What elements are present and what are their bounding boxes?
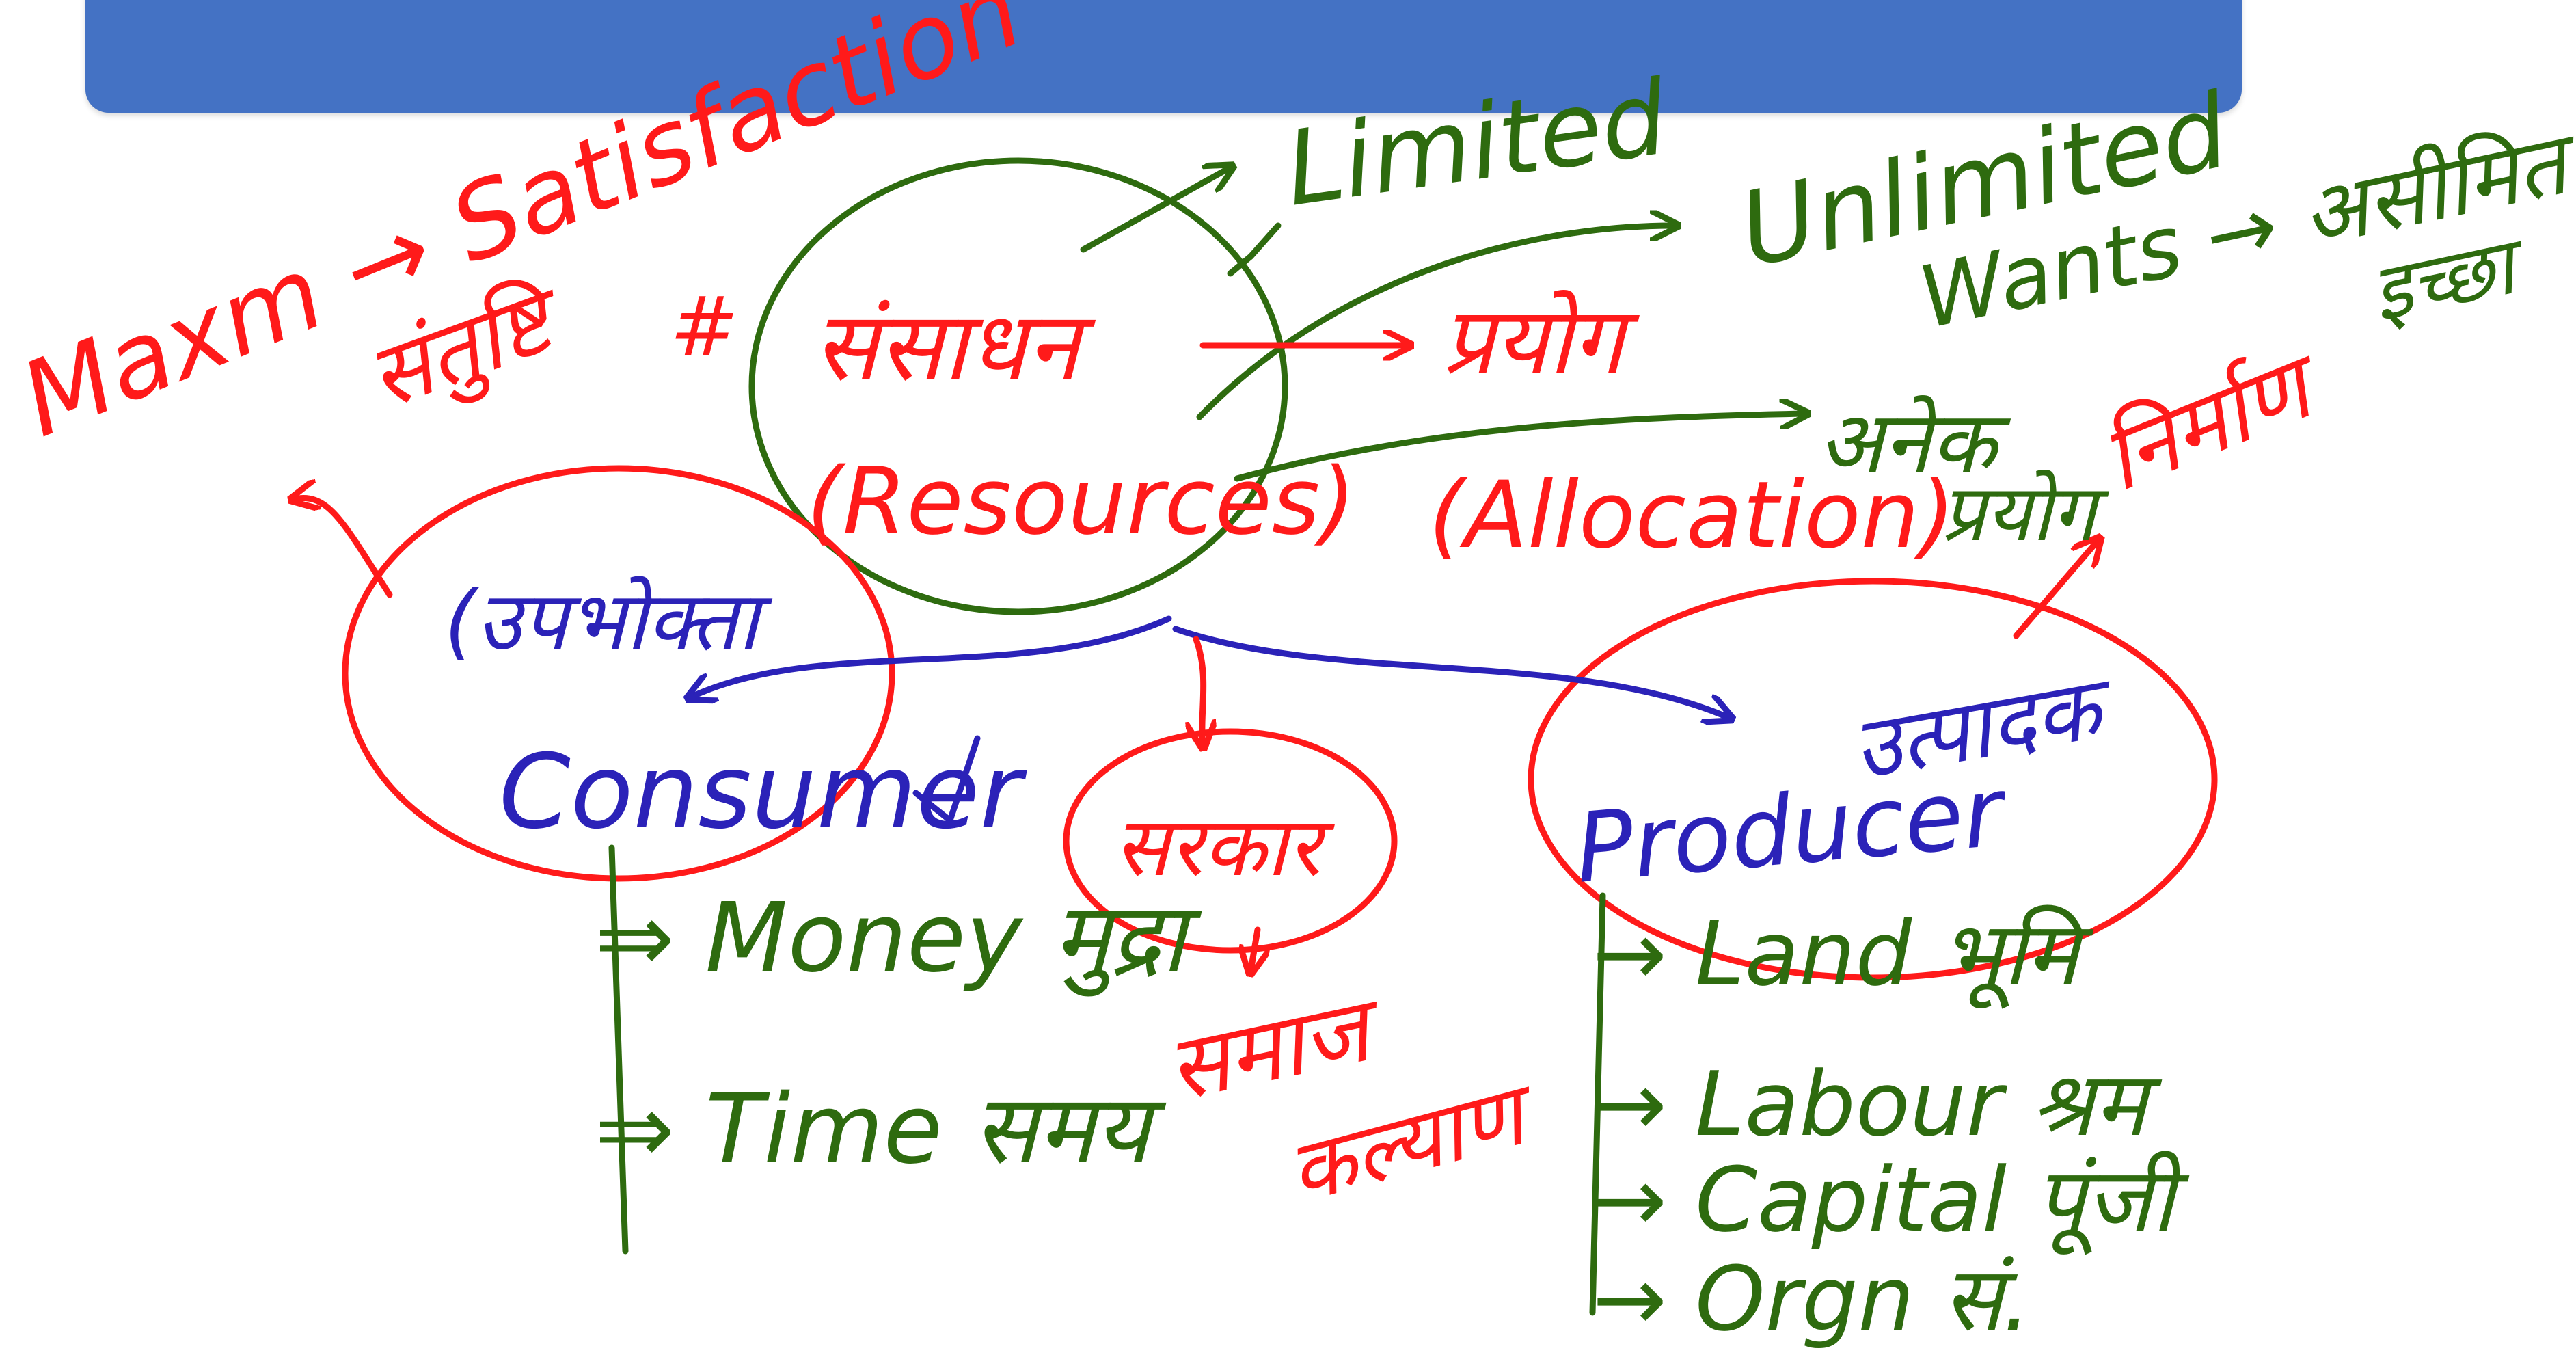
producer-list-line	[1589, 892, 1606, 1316]
consumer-list-line	[608, 844, 629, 1255]
nirman-text: निर्माण	[2088, 330, 2339, 512]
land-text: → Land भूमि	[1592, 902, 2094, 1009]
allocation-text: (Allocation)	[1428, 461, 1955, 569]
limited-tick	[1227, 222, 1282, 277]
arrow-to-limited	[1080, 167, 1230, 253]
arrow-to-consumer	[690, 615, 1172, 697]
resources-text: (Resources)	[806, 448, 1356, 555]
slide-title: Meaning of Economics (अर्थशास्त्र का अर्…	[85, 0, 2242, 6]
consumer-circle	[342, 465, 895, 882]
sansadhan-text: संसाधन	[813, 291, 1096, 403]
utpadak-text: उत्पादक	[1845, 656, 2123, 800]
arrow-to-samaj	[1251, 926, 1258, 971]
money-text: ⇒ Money मुद्रा	[595, 883, 1202, 997]
consumer-text: Consumer	[499, 733, 1027, 852]
consumer-tick	[912, 735, 981, 824]
arrow-to-unlimited	[1196, 226, 1675, 420]
arrow-to-anek	[1234, 414, 1804, 482]
arrow-to-sarkar	[1196, 636, 1204, 745]
anek-text: अनेक	[1818, 393, 2011, 492]
arrow-to-max-satisfaction	[294, 498, 393, 598]
arrow-to-nirman	[2013, 540, 2098, 639]
time-text: ⇒ Time समय	[595, 1074, 1167, 1185]
limited-text: Limited	[1279, 58, 1675, 229]
sarkar-text: सरकार	[1114, 800, 1335, 895]
capital-text: → Capital पूंजी	[1592, 1148, 2190, 1255]
resources-circle	[748, 157, 1288, 615]
producer-circle	[1528, 578, 2218, 981]
samaj-text: समाज	[1158, 974, 1393, 1121]
orgn-text: → Orgn सं.	[1592, 1247, 2031, 1351]
government-circle	[1063, 728, 1398, 954]
prayog-text: प्रयोग	[1442, 287, 1640, 394]
upbhokta-text: (उपभोक्ता	[444, 574, 773, 669]
anek-prayog-text: प्रयोग	[1941, 468, 2110, 559]
arrow-to-producer	[1172, 626, 1729, 718]
title-bar: Meaning of Economics (अर्थशास्त्र का अर्…	[85, 0, 2242, 113]
hash-symbol: #	[670, 280, 739, 375]
labour-text: → Labour श्रम	[1592, 1052, 2163, 1156]
